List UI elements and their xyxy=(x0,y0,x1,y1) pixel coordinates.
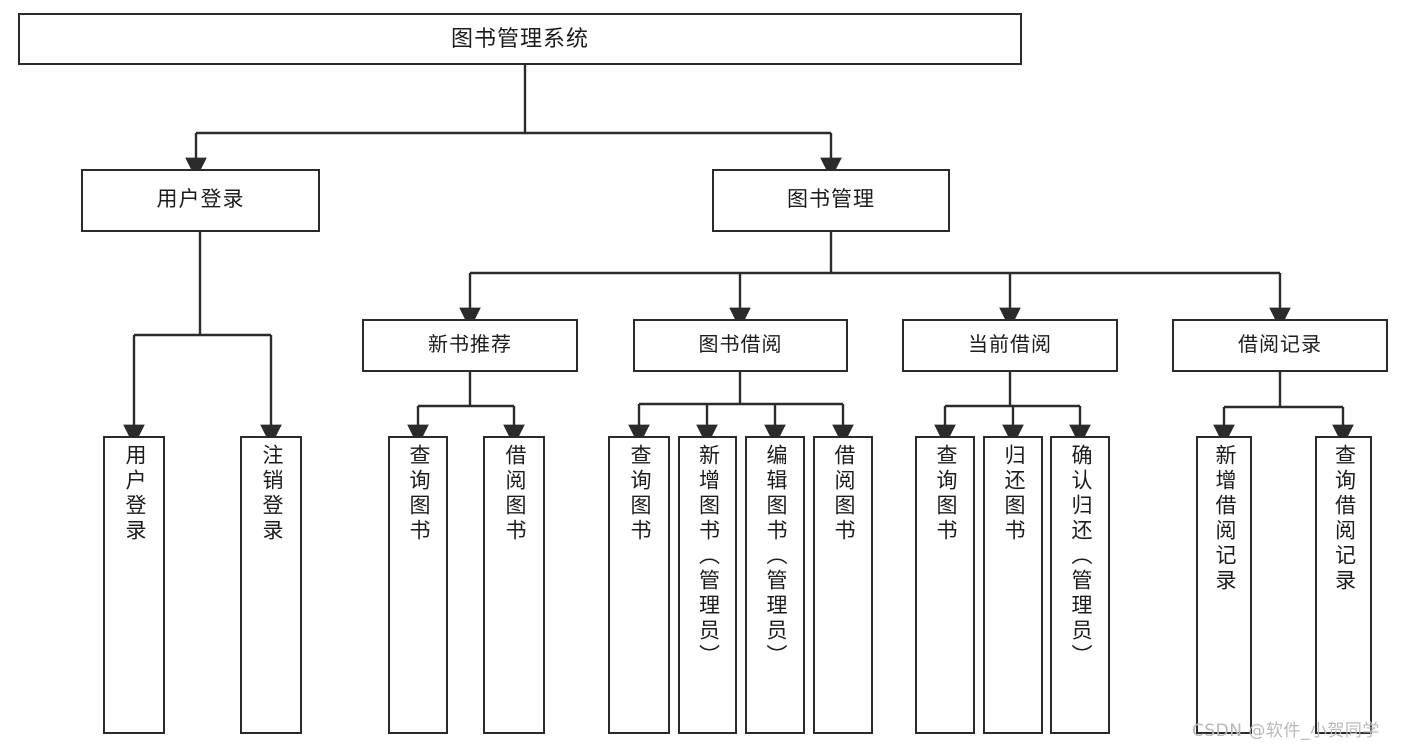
node-root-label: 图书管理系统 xyxy=(450,26,589,52)
node-leaf-confirm-return-label: 确认归还（管理员） xyxy=(1069,444,1093,669)
node-leaf-query-book-3-label: 查询图书 xyxy=(934,444,958,544)
node-book-manage-label: 图书管理 xyxy=(787,188,875,212)
node-leaf-query-book-2-label: 查询图书 xyxy=(628,444,652,544)
node-leaf-confirm-return[interactable]: 确认归还（管理员） xyxy=(1050,436,1110,734)
node-leaf-query-record-label: 查询借阅记录 xyxy=(1332,444,1356,594)
node-leaf-query-book-2[interactable]: 查询图书 xyxy=(608,436,670,734)
node-leaf-logout-label: 注销登录 xyxy=(260,444,284,544)
node-leaf-borrow-book-1[interactable]: 借阅图书 xyxy=(483,436,545,734)
node-current-borrow[interactable]: 当前借阅 xyxy=(902,319,1118,372)
node-leaf-user-login-label: 用户登录 xyxy=(123,444,147,544)
node-leaf-user-login[interactable]: 用户登录 xyxy=(103,436,165,734)
node-leaf-logout[interactable]: 注销登录 xyxy=(240,436,302,734)
node-leaf-query-book-1[interactable]: 查询图书 xyxy=(388,436,448,734)
watermark-text: CSDN @软件_小贺同学 xyxy=(1192,721,1380,741)
node-leaf-borrow-book-1-label: 借阅图书 xyxy=(503,444,527,544)
node-user-login-label: 用户登录 xyxy=(156,188,245,212)
node-leaf-borrow-book-2[interactable]: 借阅图书 xyxy=(813,436,873,734)
node-leaf-add-record[interactable]: 新增借阅记录 xyxy=(1196,436,1252,734)
node-leaf-return-book-label: 归还图书 xyxy=(1002,444,1026,544)
node-book-borrow-label: 图书借阅 xyxy=(698,334,783,356)
node-new-book-recommend[interactable]: 新书推荐 xyxy=(362,319,578,372)
node-current-borrow-label: 当前借阅 xyxy=(968,334,1052,356)
node-leaf-add-record-label: 新增借阅记录 xyxy=(1213,444,1237,594)
node-leaf-edit-book[interactable]: 编辑图书（管理员） xyxy=(745,436,805,734)
node-leaf-add-book-label: 新增图书（管理员） xyxy=(696,444,720,669)
node-root[interactable]: 图书管理系统 xyxy=(18,13,1022,65)
node-leaf-add-book[interactable]: 新增图书（管理员） xyxy=(678,436,737,734)
node-user-login[interactable]: 用户登录 xyxy=(81,169,320,232)
node-borrow-record-label: 借阅记录 xyxy=(1238,334,1322,356)
node-book-manage[interactable]: 图书管理 xyxy=(712,169,950,232)
node-leaf-query-record[interactable]: 查询借阅记录 xyxy=(1315,436,1372,734)
node-leaf-query-book-3[interactable]: 查询图书 xyxy=(915,436,975,734)
node-borrow-record[interactable]: 借阅记录 xyxy=(1172,319,1388,372)
node-book-borrow[interactable]: 图书借阅 xyxy=(633,319,848,372)
node-leaf-edit-book-label: 编辑图书（管理员） xyxy=(764,444,788,669)
node-new-book-recommend-label: 新书推荐 xyxy=(428,334,512,356)
node-leaf-borrow-book-2-label: 借阅图书 xyxy=(832,444,856,544)
node-leaf-return-book[interactable]: 归还图书 xyxy=(983,436,1043,734)
node-leaf-query-book-1-label: 查询图书 xyxy=(407,444,431,544)
